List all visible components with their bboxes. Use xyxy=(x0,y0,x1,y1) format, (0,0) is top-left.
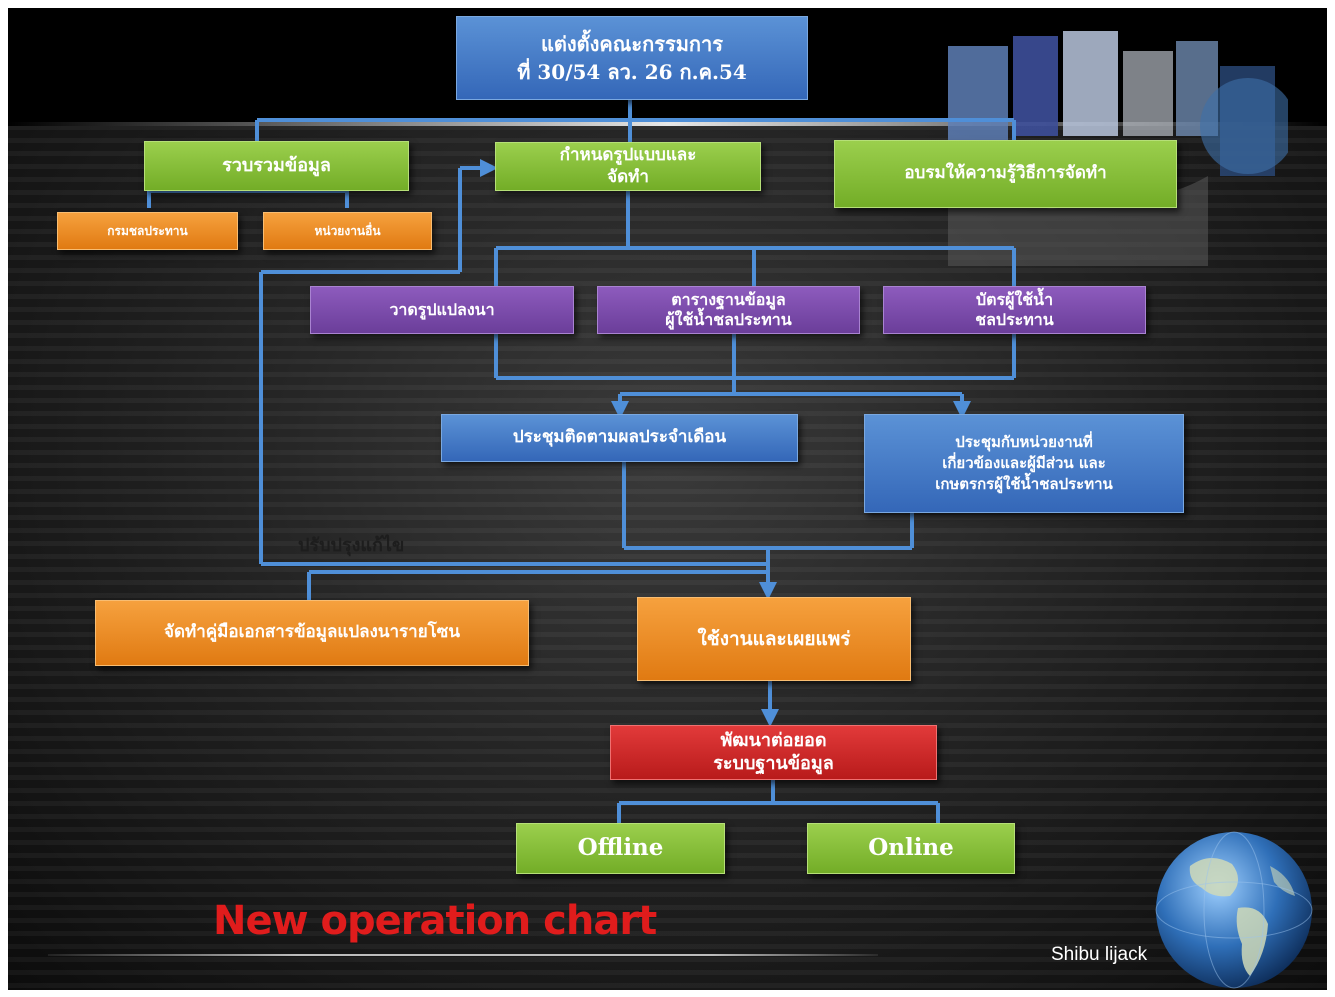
manual-box: จัดทำคู่มือเอกสารข้อมูลแปลงนารายโซน xyxy=(95,600,529,666)
data-collection-box: รวบรวมข้อมูล xyxy=(144,141,409,191)
revise-label: ปรับปรุงแก้ไข xyxy=(298,535,405,556)
globe-icon xyxy=(1155,831,1313,989)
chart-title: New operation chart xyxy=(213,898,657,944)
source-box-rid: กรมชลประทาน xyxy=(57,212,238,250)
design-format-box: กำหนดรูปแบบและ จัดทำ xyxy=(495,142,761,191)
database-table-box: ตารางฐานข้อมูล ผู้ใช้น้ำชลประทาน xyxy=(597,286,860,334)
monthly-meeting-box: ประชุมติดตามผลประจำเดือน xyxy=(441,414,798,462)
publish-box: ใช้งานและเผยแพร่ xyxy=(637,597,911,681)
develop-database-box: พัฒนาต่อยอด ระบบฐานข้อมูล xyxy=(610,725,937,780)
plot-drawing-box: วาดรูปแปลงนา xyxy=(310,286,574,334)
water-user-card-box: บัตรผู้ใช้น้ำ ชลประทาน xyxy=(883,286,1146,334)
committee-appointment-box: แต่งตั้งคณะกรรมการ ที่ 30/54 ลว. 26 ก.ค.… xyxy=(456,16,808,100)
bottom-divider xyxy=(48,954,878,956)
online-box: Online xyxy=(807,823,1015,874)
flow-connectors xyxy=(147,100,1016,823)
slide: แต่งตั้งคณะกรรมการ ที่ 30/54 ลว. 26 ก.ค.… xyxy=(8,8,1327,990)
author-credit: Shibu lijack xyxy=(1051,944,1148,965)
training-box: อบรมให้ความรู้วิธีการจัดทำ xyxy=(834,140,1177,208)
header-shine-line xyxy=(8,122,1327,126)
source-box-other-agencies: หน่วยงานอื่น xyxy=(263,212,432,250)
stakeholder-meeting-box: ประชุมกับหน่วยงานที่ เกี่ยวข้องและผู้มีส… xyxy=(864,414,1184,513)
offline-box: Offline xyxy=(516,823,725,874)
